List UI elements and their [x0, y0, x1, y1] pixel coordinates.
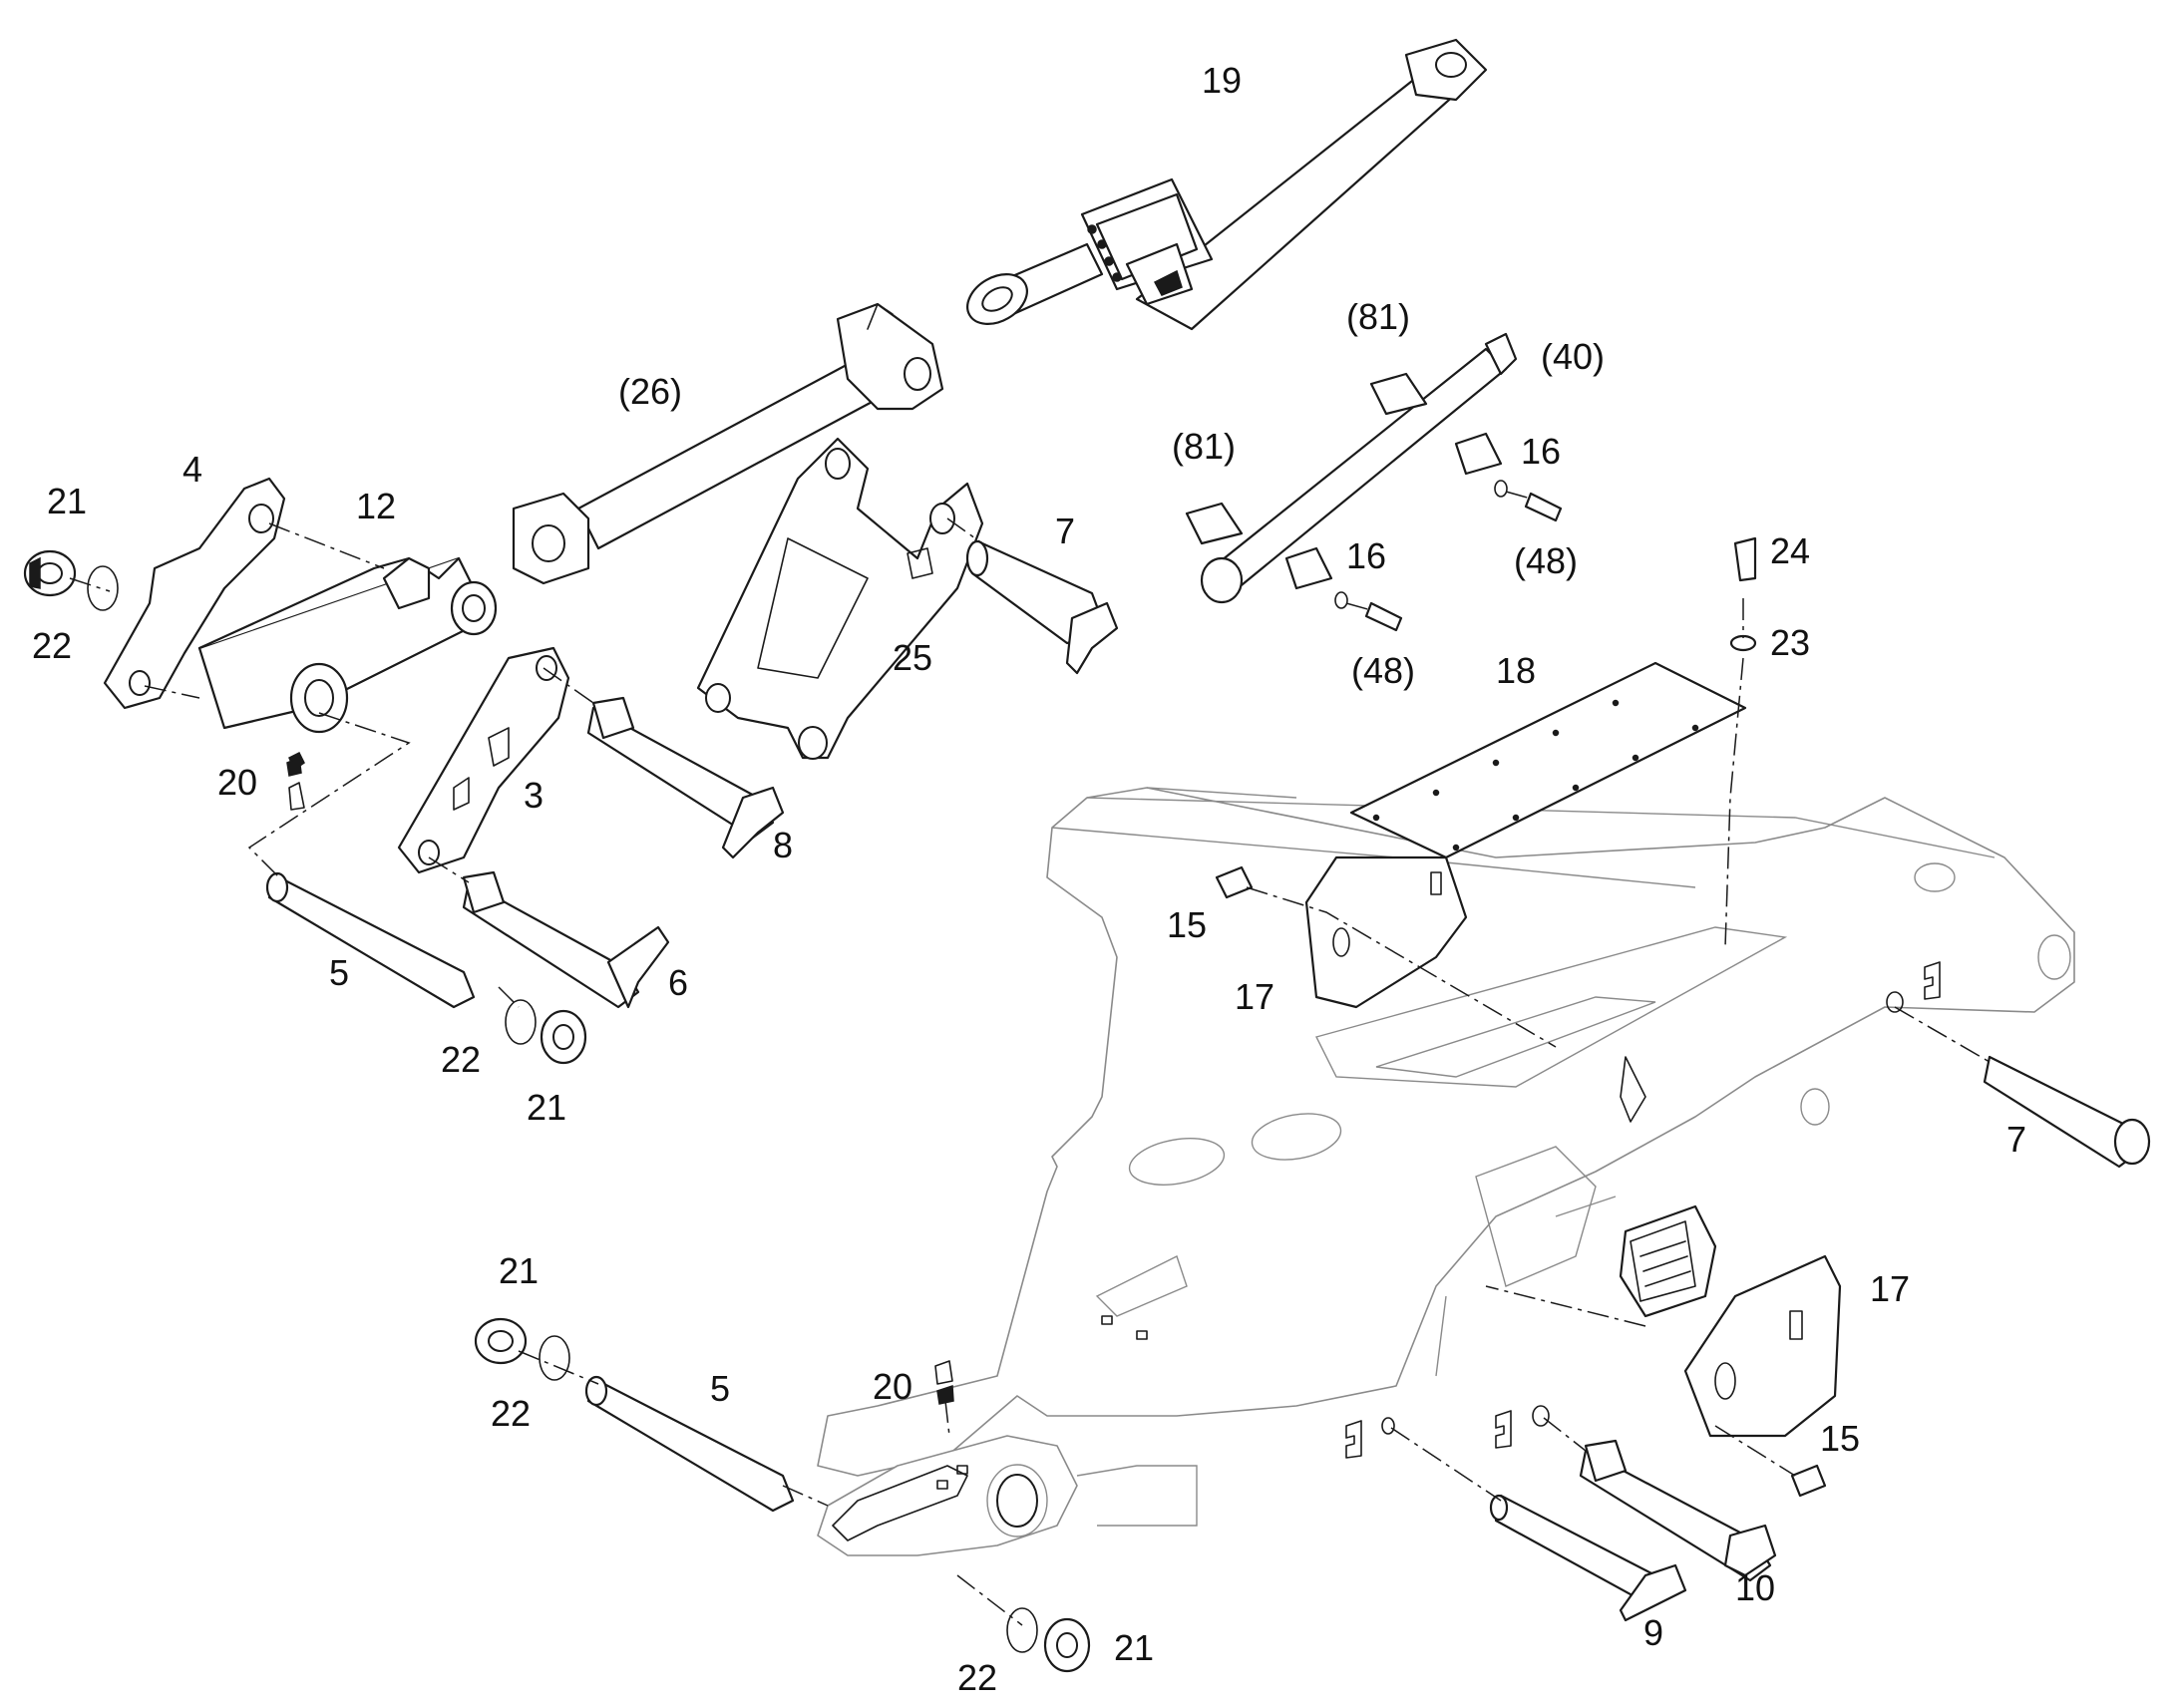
callout-15-upper: 15: [1167, 904, 1207, 945]
callout-19: 19: [1202, 60, 1242, 101]
nut-21-topleft: [23, 549, 77, 597]
callout-25: 25: [893, 637, 932, 678]
bolt-48-left: [1334, 591, 1403, 632]
callout-22-mid: 22: [441, 1039, 481, 1080]
clamp-lower-left: [1284, 546, 1333, 590]
callout-15-lower: 15: [1820, 1418, 1860, 1459]
callout-5-top: 5: [329, 952, 349, 993]
callout-5-lower: 5: [710, 1368, 730, 1409]
callout-22-lower: 22: [491, 1393, 531, 1434]
callout-81-top: (81): [1346, 296, 1410, 337]
callout-3: 3: [524, 775, 544, 816]
callout-16-left: 16: [1346, 535, 1386, 576]
callout-9: 9: [1643, 1612, 1663, 1653]
bracket-box-12: [197, 556, 498, 811]
tube-40: [1200, 332, 1518, 604]
callout-40: (40): [1541, 336, 1605, 377]
bracket-4: [103, 477, 286, 710]
ring-22-topleft: [87, 565, 119, 611]
callout-7-top: 7: [1055, 511, 1075, 551]
callout-21-bottom: 21: [1114, 1627, 1154, 1668]
callout-10: 10: [1735, 1567, 1775, 1608]
callout-26: (26): [618, 371, 682, 412]
bolt-24: [1733, 536, 1757, 582]
callout-48-right: (48): [1514, 540, 1578, 581]
clamp-lower-right: [1454, 432, 1503, 476]
bolt-15-upper: [1215, 865, 1254, 899]
pin-5-lower: [584, 1375, 795, 1513]
bolt-48-right: [1494, 480, 1563, 522]
clamp-81-right: [1369, 372, 1428, 416]
callout-81-left: (81): [1172, 426, 1236, 467]
nut-21-lower: [474, 1317, 528, 1365]
nut-21-mid: [540, 1009, 587, 1065]
callout-17-upper: 17: [1235, 976, 1274, 1017]
callout-20-lower: 20: [873, 1366, 912, 1407]
callout-17-lower: 17: [1870, 1268, 1910, 1309]
bolt-15-lower: [1790, 1464, 1827, 1498]
callout-6: 6: [668, 962, 688, 1003]
ring-22-mid: [505, 999, 537, 1045]
callout-21-lower: 21: [499, 1250, 539, 1291]
ring-22-bottom: [1006, 1607, 1038, 1653]
callout-20-upper: 20: [217, 762, 257, 803]
cover-plate-18: [1349, 661, 1747, 859]
callout-22-bottom: 22: [957, 1657, 997, 1698]
nut-21-bottom: [1043, 1617, 1091, 1673]
callout-24: 24: [1770, 530, 1810, 571]
callout-4: 4: [182, 449, 202, 490]
pin-5-top: [265, 871, 476, 1009]
callout-8: 8: [773, 825, 793, 865]
callout-labels: 19 (26) (81) (40) (81) 16 16 (48) (48) 2…: [32, 60, 2026, 1698]
hydraulic-cylinder: [966, 38, 1488, 331]
callout-21-mid: 21: [527, 1087, 566, 1128]
link-rod: [512, 302, 944, 585]
callout-16-right: 16: [1521, 431, 1561, 472]
ring-22-lower: [539, 1335, 570, 1381]
clamp-81-left: [1185, 502, 1244, 545]
pin-7-top: [965, 539, 1119, 675]
callout-23: 23: [1770, 622, 1810, 663]
link-wishbone: [696, 437, 984, 760]
callout-7-right: 7: [2006, 1119, 2026, 1160]
grease-fitting-20-upper: [286, 756, 302, 777]
dashed-guide-lines: [69, 491, 1991, 1626]
callout-21-topleft: 21: [47, 481, 87, 521]
callout-12: 12: [356, 486, 396, 526]
boom-frame: [817, 787, 2075, 1556]
pin-10: [1579, 1439, 1777, 1582]
callout-22-topleft: 22: [32, 625, 72, 666]
washer-23: [1729, 634, 1757, 652]
pin-6: [462, 870, 670, 1009]
grease-fitting-20-lower: [934, 1360, 954, 1405]
pin-9: [1489, 1494, 1687, 1622]
pin-8: [586, 696, 785, 859]
side-panel-17-upper: [1304, 855, 1468, 1009]
work-light: [1619, 1204, 1717, 1318]
callout-48-left: (48): [1351, 650, 1415, 691]
pin-7-right: [1983, 1055, 2151, 1169]
link-plate-3: [397, 646, 570, 874]
side-panel-17-lower: [1683, 1254, 1842, 1438]
callout-18: 18: [1496, 650, 1536, 691]
